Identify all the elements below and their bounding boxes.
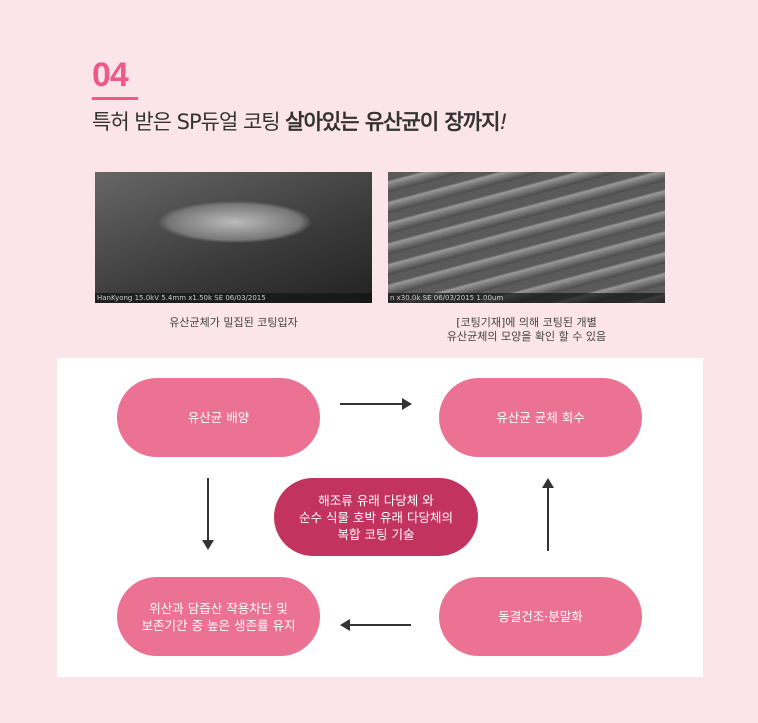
image-caption: 유산균체가 밀집된 코팅입자 xyxy=(169,316,298,329)
result-line: 보존기간 중 높은 생존률 유지 xyxy=(141,617,296,633)
step-collect: 유산균 균체 회수 xyxy=(439,378,642,457)
title-normal: 특허 받은 SP듀얼 코팅 xyxy=(92,110,286,134)
caption-line: 유산균체의 모양을 확인 할 수 있음 xyxy=(446,330,607,343)
step-freeze-dry: 동결건조·분말화 xyxy=(439,577,642,656)
sem-image-individual-cells: n x30.0k SE 06/03/2015 1.00um xyxy=(388,172,665,303)
sem-label: n x30.0k SE 06/03/2015 1.00um xyxy=(388,293,665,303)
number-underline xyxy=(92,97,138,100)
caption-line: [코팅기재]에 의해 코팅된 개별 xyxy=(456,316,597,329)
section-title: 특허 받은 SP듀얼 코팅 살아있는 유산균이 장까지! xyxy=(92,106,508,136)
title-end: ! xyxy=(499,110,507,134)
center-line: 해조류 유래 다당체 와 xyxy=(318,492,434,508)
center-line: 순수 식물 호박 유래 다당체의 xyxy=(299,509,453,525)
title-bold: 살아있는 유산균이 장까지 xyxy=(285,110,500,134)
section-number: 04 xyxy=(92,56,129,94)
sem-image-coating-particle: HanKyong 15.0kV 5.4mm x1.50k SE 06/03/20… xyxy=(95,172,372,303)
sem-label: HanKyong 15.0kV 5.4mm x1.50k SE 06/03/20… xyxy=(95,293,372,303)
center-line: 복합 코팅 기술 xyxy=(337,526,415,542)
step-culture: 유산균 배양 xyxy=(117,378,320,457)
result-line: 위산과 담즙산 작용차단 및 xyxy=(149,600,288,616)
